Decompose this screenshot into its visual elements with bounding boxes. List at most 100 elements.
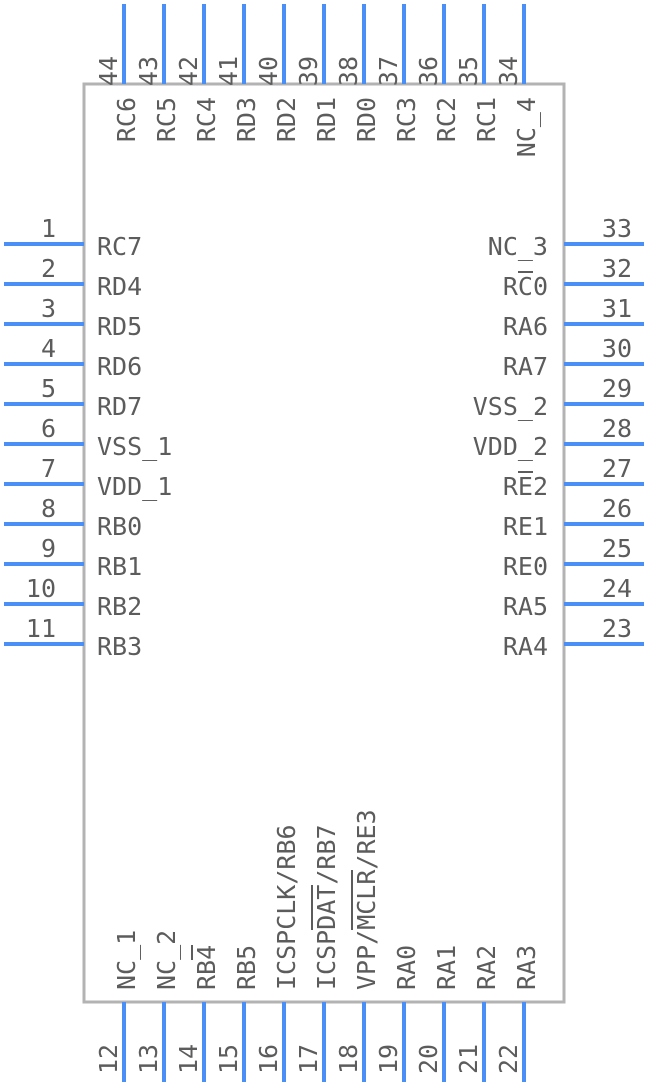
pin-name: RA3: [512, 945, 541, 990]
pin-number: 14: [174, 1044, 203, 1074]
pin-name: RC6: [112, 97, 141, 142]
pin-name: RD0: [352, 97, 381, 142]
pin-number: 6: [41, 414, 56, 443]
pin-number: 1: [41, 214, 56, 243]
pin-number: 20: [414, 1044, 443, 1074]
pin-number: 15: [214, 1044, 243, 1074]
pin-number: 26: [602, 494, 632, 523]
ic-body: [82, 82, 566, 1004]
pin-name: VSS_1: [97, 432, 172, 461]
pin-name: VSS_2: [473, 392, 548, 421]
pin-number: 28: [602, 414, 632, 443]
pin-name: ICSPCLK/RB6: [272, 824, 301, 990]
pin-name: RB5: [232, 945, 261, 990]
pin-number: 24: [602, 574, 632, 603]
pin-number: 17: [294, 1044, 323, 1074]
pin-name: RC5: [152, 97, 181, 142]
pin-number: 41: [214, 56, 243, 86]
pin-number: 21: [454, 1044, 483, 1074]
pin-14: 14 RB4: [174, 945, 221, 1082]
pin-number: 19: [374, 1044, 403, 1074]
pin-number: 4: [41, 334, 56, 363]
pin-name: RA1: [432, 945, 461, 990]
pin-name: RB1: [97, 552, 142, 581]
pin-name: NC_2: [152, 930, 181, 990]
pin-number: 37: [374, 56, 403, 86]
pin-16: 16 ICSPCLK/RB6: [254, 824, 301, 1082]
pin-22: 22 RA3: [494, 945, 541, 1082]
pin-name: VPP/MCLR/RE3: [352, 809, 381, 990]
pin-number: 7: [41, 454, 56, 483]
pin-number: 10: [26, 574, 56, 603]
pin-name: RC7: [97, 232, 142, 261]
pin-number: 22: [494, 1044, 523, 1074]
pin-number: 3: [41, 294, 56, 323]
pin-number: 38: [334, 56, 363, 86]
pin-name: RD5: [97, 312, 142, 341]
pin-number: 43: [134, 56, 163, 86]
pin-number: 18: [334, 1044, 363, 1074]
pin-name: RA5: [503, 592, 548, 621]
pin-number: 32: [602, 254, 632, 283]
pin-number: 30: [602, 334, 632, 363]
pin-name: RB4: [192, 945, 221, 990]
pin-number: 34: [494, 56, 523, 86]
pin-name: RD3: [232, 97, 261, 142]
pin-19: 19 RA0: [374, 945, 421, 1082]
pin-number: 11: [26, 614, 56, 643]
pin-name: RE2: [503, 472, 548, 501]
pin-number: 5: [41, 374, 56, 403]
pin-name: RC3: [392, 97, 421, 142]
pin-name: NC_3: [488, 232, 548, 261]
pin-number: 16: [254, 1044, 283, 1074]
pin-name: RB2: [97, 592, 142, 621]
pin-number: 8: [41, 494, 56, 523]
pin-name: VDD_2: [473, 432, 548, 461]
pin-name: RD1: [312, 97, 341, 142]
pin-number: 9: [41, 534, 56, 563]
pin-name: RE0: [503, 552, 548, 581]
pin-name: RA4: [503, 632, 548, 661]
pin-number: 25: [602, 534, 632, 563]
pin-number: 23: [602, 614, 632, 643]
pin-13: 13 NC_2: [134, 930, 181, 1082]
pin-number: 44: [94, 56, 123, 86]
pin-number: 12: [94, 1044, 123, 1074]
pin-number: 13: [134, 1044, 163, 1074]
pin-name: RC0: [503, 272, 548, 301]
pin-name: RB0: [97, 512, 142, 541]
pin-name: NC_4: [512, 97, 541, 157]
pin-number: 39: [294, 56, 323, 86]
pin-name: RA0: [392, 945, 421, 990]
pins: 1RC72RD43RD54RD65RD76VSS_17VDD_18RB09RB1…: [4, 4, 644, 1082]
pin-name: RD2: [272, 97, 301, 142]
